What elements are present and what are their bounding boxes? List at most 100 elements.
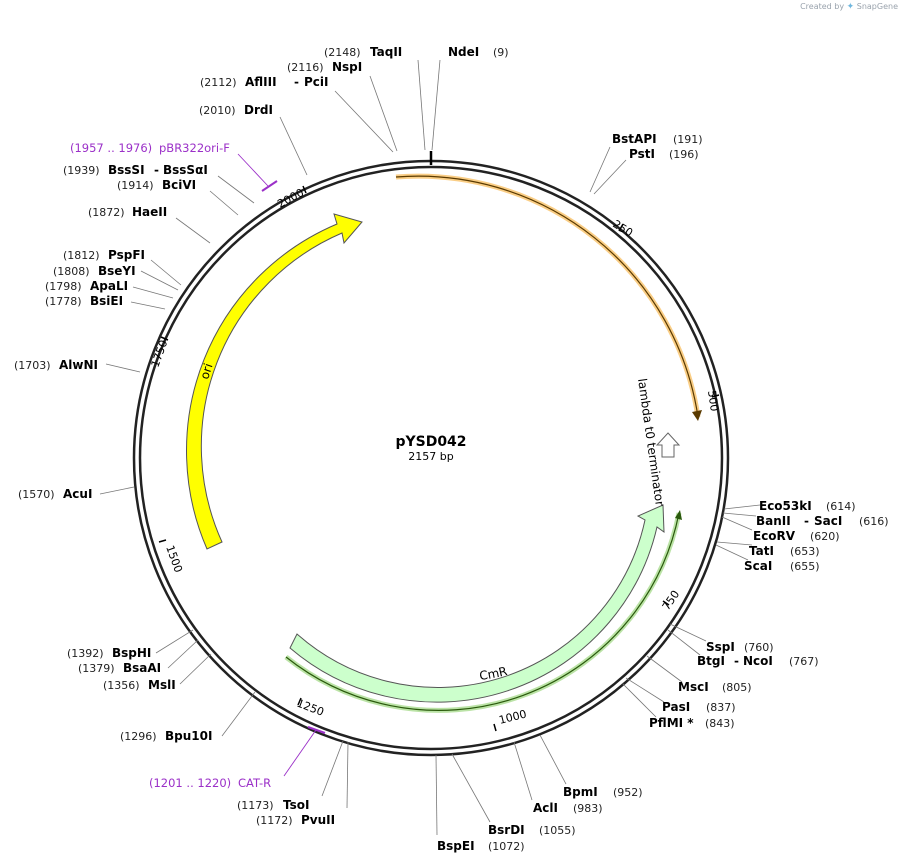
tick-mark (493, 723, 497, 732)
site-name: BspEI (437, 839, 475, 853)
cmr-label: CmR (478, 664, 508, 683)
site-name: MscI (678, 680, 709, 694)
site-name: PstI (629, 147, 655, 161)
site-pos: (1356) (103, 679, 140, 692)
site-name: BssSI (108, 163, 145, 177)
leader-line (279, 116, 308, 176)
tick-label-1250: 1250 (295, 697, 326, 719)
site-pos: (1872) (88, 206, 125, 219)
site-pos: (614) (826, 500, 856, 513)
site-name: BssSαI (163, 163, 208, 177)
site-name: SacI (814, 514, 842, 528)
site-name: BtgI (697, 654, 725, 668)
terminator-track (395, 173, 701, 418)
primer-range: (1201 .. 1220) (149, 776, 231, 790)
site-name: AcuI (63, 487, 92, 501)
site-pos: (191) (673, 133, 703, 146)
site-pos: (1798) (45, 280, 82, 293)
plasmid-size: 2157 bp (408, 450, 453, 463)
tick-label-1500: 1500 (163, 544, 185, 575)
site-name: EcoRV (753, 529, 796, 543)
site-name: NspI (332, 60, 362, 74)
cmr-track-arrowhead (675, 510, 682, 520)
ori-feature-arrow (186, 213, 363, 550)
primer-range: (1957 .. 1976) (70, 141, 152, 155)
leader-line (132, 286, 174, 299)
site-leader-lines (99, 59, 761, 836)
leader-line (715, 544, 749, 561)
leader-line (105, 363, 141, 373)
site-pos: (655) (790, 560, 820, 573)
site-name: Eco53kI (759, 499, 812, 513)
site-pos: (616) (859, 515, 889, 528)
terminator-track-arrowhead (692, 410, 702, 421)
leader-line (99, 486, 135, 495)
site-name: SspI (706, 640, 735, 654)
primer-leader-lines (237, 153, 317, 777)
site-name: BseYI (98, 264, 136, 278)
primer-leader-line (237, 153, 269, 187)
site-name: AlwNI (59, 358, 98, 372)
leader-line (646, 655, 683, 683)
tick-label-1000: 1000 (498, 708, 528, 727)
site-pos: (1296) (120, 730, 157, 743)
site-pos: (620) (810, 530, 840, 543)
tick-label-500: 500 (705, 390, 721, 413)
site-name: BpmI (563, 785, 598, 799)
site-labels: (2148) TaqII NdeI (9) (2116) NspI (2112)… (14, 45, 889, 853)
tick-label-1750: 1750 (149, 338, 171, 369)
site-name: NcoI (743, 654, 773, 668)
plasmid-name: pYSD042 (395, 434, 466, 450)
leader-line (150, 259, 182, 286)
brand-credit: Created by ✦ SnapGene (800, 2, 898, 12)
leader-line (321, 740, 344, 797)
tick-mark (618, 223, 624, 232)
tick-label-250: 250 (610, 218, 635, 240)
site-separator: - (294, 75, 299, 89)
leader-line (209, 190, 239, 216)
leader-line (179, 653, 212, 685)
site-pos: (196) (669, 148, 699, 161)
site-name: PciI (304, 75, 329, 89)
site-name: TaqII (370, 45, 402, 59)
site-separator: - (734, 654, 739, 668)
brand-name: SnapGene (856, 2, 898, 11)
leader-line (140, 270, 179, 291)
tick-mark (711, 394, 720, 398)
site-pos: (1173) (237, 799, 274, 812)
site-pos: (760) (744, 641, 774, 654)
site-pos: (2010) (199, 104, 236, 117)
site-pos: (1570) (18, 488, 55, 501)
site-name: BciVI (162, 178, 196, 192)
site-pos: (843) (705, 717, 735, 730)
leader-line (667, 629, 701, 656)
leader-line (369, 75, 398, 152)
site-pos: (1392) (67, 647, 104, 660)
leader-line (589, 146, 611, 193)
leader-line (417, 59, 426, 151)
site-name: ScaI (744, 559, 772, 573)
site-name: Bpu10I (165, 729, 212, 743)
site-pos: (1914) (117, 179, 154, 192)
leader-line (625, 677, 665, 703)
leader-line (217, 175, 255, 204)
primer-mark-cat-r (307, 726, 326, 734)
site-pos: (1939) (63, 164, 100, 177)
leader-line (451, 753, 491, 823)
site-pos: (767) (789, 655, 819, 668)
tick-label-2000: 2000 (275, 186, 306, 211)
site-pos: (2112) (200, 76, 237, 89)
leader-line (221, 691, 256, 737)
site-name: PspFI (108, 248, 145, 262)
site-name: MslI (148, 678, 176, 692)
site-pos: (1778) (45, 295, 82, 308)
site-pos: (1055) (539, 824, 576, 837)
site-name: TatI (749, 544, 774, 558)
site-name: PvuII (301, 813, 335, 827)
tick-mark (302, 185, 307, 194)
site-name: BsrDI (488, 823, 525, 837)
site-name: BstAPI (612, 132, 657, 146)
site-name: AclI (533, 801, 558, 815)
site-name: HaeII (132, 205, 167, 219)
